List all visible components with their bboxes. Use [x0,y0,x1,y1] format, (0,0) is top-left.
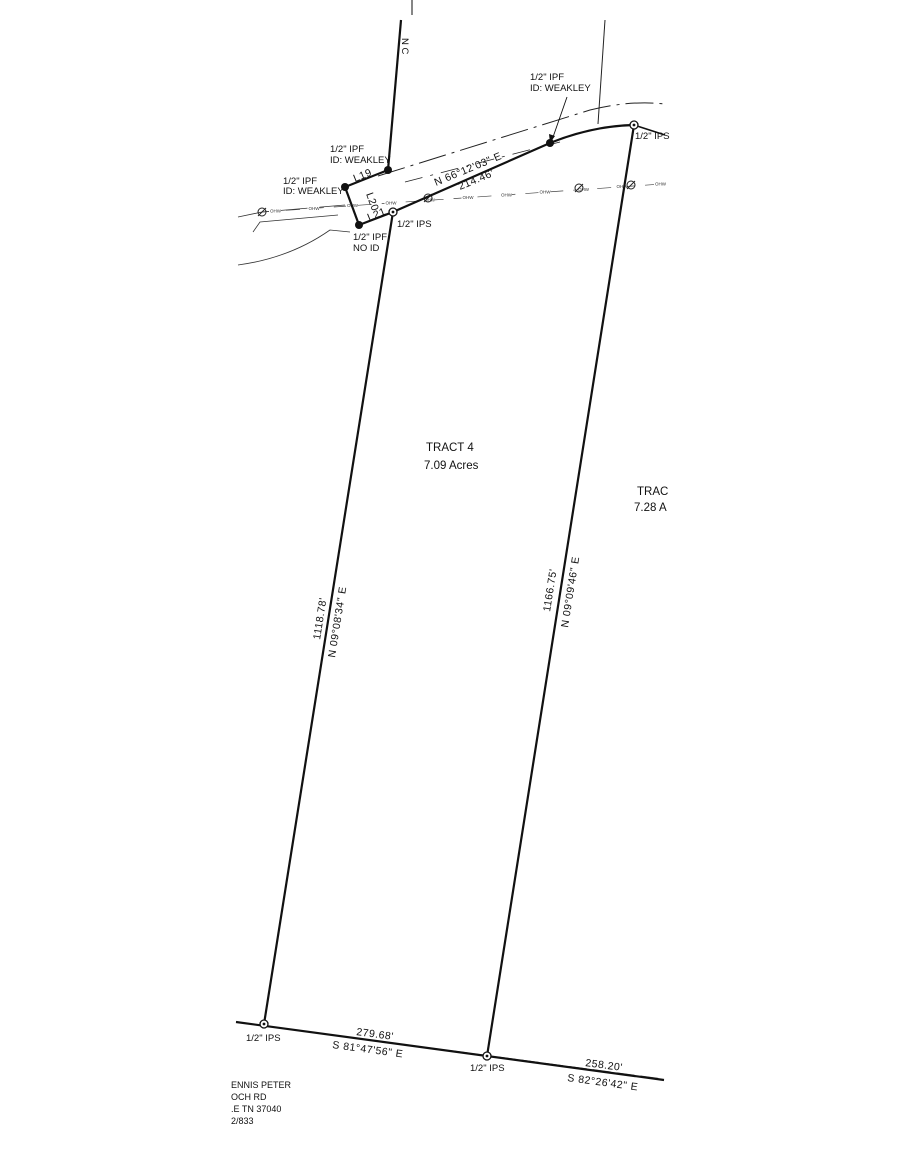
monument-labels: 1/2" IPF ID: WEAKLEY 1/2" IPF ID: WEAKLE… [246,72,670,1074]
iron-pin-set-icon [629,120,639,130]
ohw-label: OHW [386,200,398,205]
ipf-no-id-line1: 1/2" IPF [353,232,387,243]
ipf-weakley-left-line1: 1/2" IPF [283,176,317,187]
ohw-label: OHW [540,190,552,195]
iron-pin-found-icon [341,183,349,191]
ipf-weakley-left-line2: ID: WEAKLEY [283,186,344,197]
ohw-label: OHW [501,192,513,197]
ohw-label: OHW [578,187,590,192]
south2-distance: 258.20' [585,1057,624,1074]
ohw-label: OHW [463,195,475,200]
south-distance: 279.68' [356,1026,395,1043]
ipf-weakley-top-line2: ID: WEAKLEY [330,155,391,166]
monuments [259,96,639,1061]
utility-pole-icon [257,207,267,217]
road-label: N C [399,38,410,55]
tract-labels: TRACT 4 7.09 Acres TRAC 7.28 A [424,442,668,514]
iron-pin-set-icon [388,207,398,217]
ips-northeast-label: 1/2" IPS [635,131,670,142]
east-bearing: N 09°09'46" E [559,556,582,629]
iron-pin-set-icon [259,1019,269,1029]
ips-south-label: 1/2" IPS [470,1063,505,1074]
iron-pin-set-icon [482,1051,492,1061]
road-name-partial: N C [399,38,410,55]
ipf-weakley-top-line1: 1/2" IPF [330,144,364,155]
line-l19-label: L19 [352,167,374,185]
iron-pin-found-icon [384,166,392,174]
iron-pin-found-icon [355,221,363,229]
owner-line-3: .E TN 37040 [231,1104,281,1114]
adjacent-tract-name: TRAC [637,486,668,498]
ipf-weakley-right-line2: ID: WEAKLEY [530,83,591,94]
tract-boundary [235,19,666,1082]
ohw-label: OHW [424,198,436,203]
owner-line-1: ENNIS PETER [231,1080,292,1090]
ohw-label: OHW [270,209,282,214]
ips-north-label: 1/2" IPS [397,219,432,230]
boundary-calls: N 66°12'03" E 214.46' 1118.78' N 09°08'3… [311,150,639,1093]
utility-pole-icon [626,180,636,190]
ips-southwest-label: 1/2" IPS [246,1033,281,1044]
east-distance: 1166.75' [541,568,560,613]
adjoiner-owner-block: ENNIS PETER OCH RD .E TN 37040 2/833 [231,1080,292,1126]
tract-area: 7.09 Acres [424,460,479,472]
west-bearing: N 09°08'34" E [326,586,349,659]
ohw-label: OHW [309,206,321,211]
ipf-no-id-line2: NO ID [353,243,380,254]
adjacent-tract-area: 7.28 A [634,502,667,514]
road [237,0,666,266]
owner-line-2: OCH RD [231,1092,267,1102]
ohw-label: OHW [655,182,667,187]
owner-line-4: 2/833 [231,1116,254,1126]
ipf-weakley-right-line1: 1/2" IPF [530,72,564,83]
utility-pole-icon [574,183,584,193]
ohw-label: OHW [617,184,629,189]
tract-name: TRACT 4 [426,442,474,454]
